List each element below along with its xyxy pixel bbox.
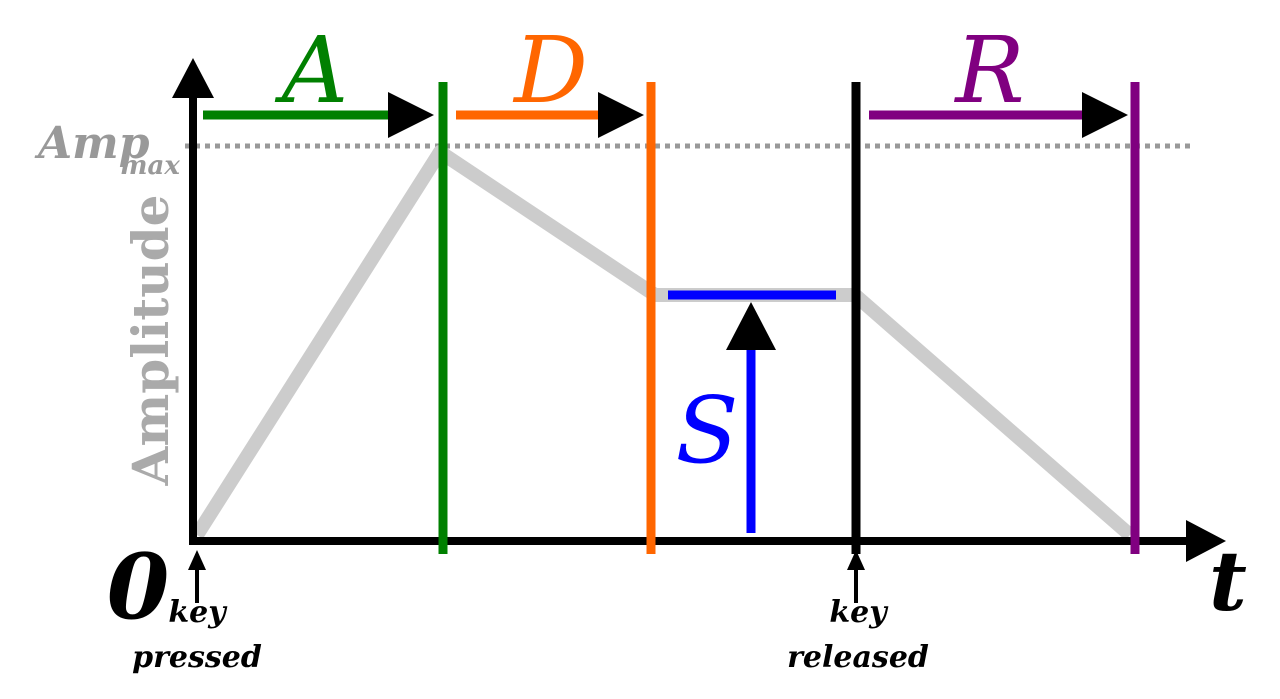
key-released-arrowhead — [847, 550, 865, 570]
key-released-label-line2: released — [787, 640, 929, 675]
envelope-curve — [191, 145, 1135, 541]
y-axis-label: Amplitude — [121, 195, 180, 487]
attack-label: A — [274, 17, 348, 124]
key-pressed-label-line2: pressed — [132, 640, 262, 675]
amp-max-subscript: max — [120, 151, 180, 181]
x-axis-arrowhead — [1186, 520, 1226, 562]
sustain-label: S — [675, 377, 738, 484]
decay-label: D — [512, 17, 588, 124]
release-arrowhead — [1082, 92, 1128, 138]
key-released-label-line1: key — [829, 595, 889, 630]
time-axis-label: t — [1209, 534, 1247, 630]
key-pressed-arrowhead — [188, 550, 206, 570]
origin-label: 0 — [107, 534, 170, 640]
sustain-arrowhead — [726, 302, 776, 350]
decay-arrowhead — [598, 92, 644, 138]
key-pressed-label-line1: key — [168, 595, 228, 630]
release-label: R — [953, 17, 1024, 124]
amp-label: Amp — [34, 118, 150, 169]
attack-arrowhead — [388, 92, 434, 138]
y-axis-arrowhead — [172, 58, 214, 98]
